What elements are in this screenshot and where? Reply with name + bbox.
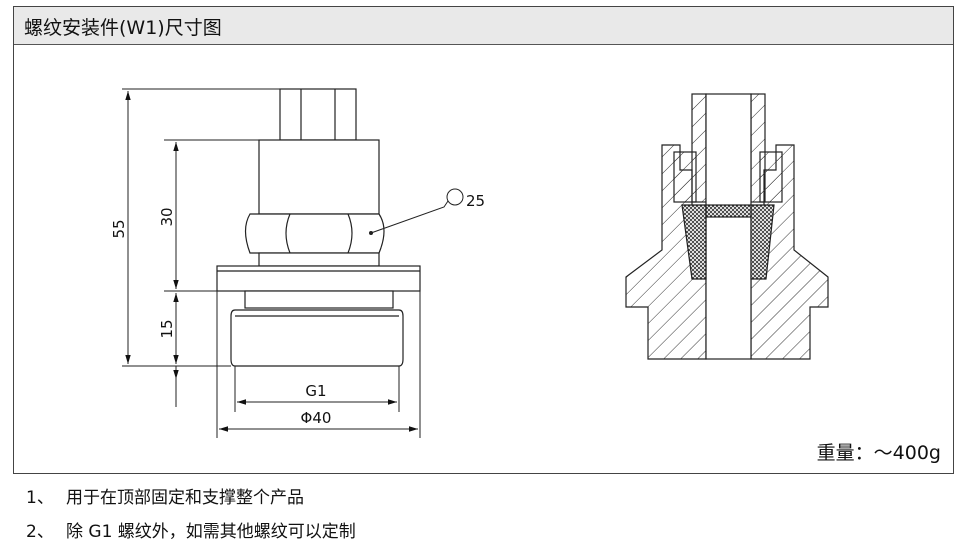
flange	[216, 265, 421, 292]
thread-section	[230, 309, 404, 367]
panel-title: 螺纹安装件(W1)尺寸图	[24, 17, 222, 39]
top-tube	[279, 88, 357, 141]
dim-30-label: 30	[158, 207, 176, 226]
panel-header: 螺纹安装件(W1)尺寸图	[14, 7, 953, 45]
note-1-text: 用于在顶部固定和支撑整个产品	[66, 488, 304, 508]
hex-nut	[244, 213, 385, 254]
wrench-size-label: 25	[466, 192, 485, 210]
weight-label: 重量：～400g	[816, 442, 941, 464]
note-1: 1、用于在顶部固定和支撑整个产品	[26, 483, 304, 508]
upper-body	[258, 139, 380, 215]
technical-drawing: 55 30 15 G1 Φ40 25	[110, 88, 829, 438]
note-2-text: 除 G1 螺纹外，如需其他螺纹可以定制	[66, 522, 356, 542]
fitting-cross-section	[625, 93, 829, 360]
note-1-number: 1、	[26, 488, 54, 508]
dim-diameter-label: Φ40	[301, 409, 332, 427]
side-view-dimensions	[122, 88, 464, 438]
note-2: 2、除 G1 螺纹外，如需其他螺纹可以定制	[26, 517, 356, 542]
dim-15-label: 15	[158, 319, 176, 338]
note-2-number: 2、	[26, 522, 54, 542]
dim-g1-label: G1	[305, 382, 326, 400]
dim-55-label: 55	[110, 219, 128, 238]
fitting-side-view	[216, 88, 421, 367]
dimension-drawing-panel: 螺纹安装件(W1)尺寸图	[13, 6, 954, 474]
